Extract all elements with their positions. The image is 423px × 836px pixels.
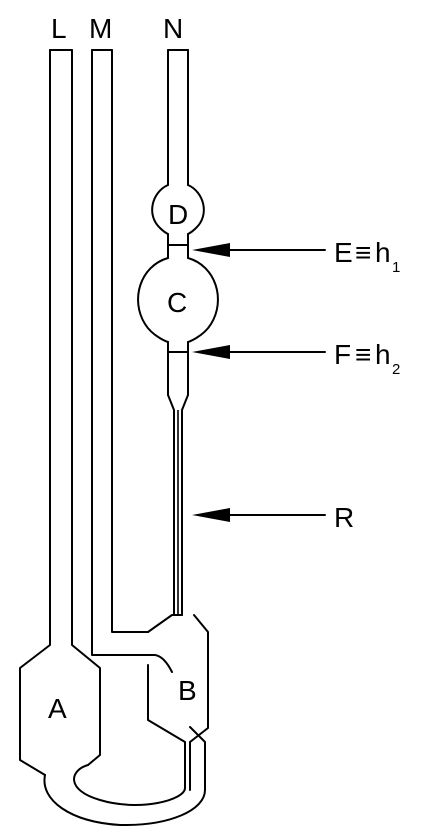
h-e: h <box>375 237 391 268</box>
sub-e: 1 <box>392 259 400 276</box>
label-l: L <box>51 13 67 44</box>
label-e: E <box>334 237 353 268</box>
equiv-f: ≡ <box>355 339 371 370</box>
label-f: F <box>334 339 351 370</box>
reservoir-a <box>43 726 206 827</box>
equiv-e: ≡ <box>355 237 371 268</box>
reservoir-b <box>147 614 209 791</box>
h-f: h <box>375 339 391 370</box>
label-d: D <box>168 199 188 230</box>
label-a: A <box>48 693 67 724</box>
arrow-e <box>192 243 326 257</box>
label-b: B <box>178 675 197 706</box>
label-r: R <box>334 502 354 533</box>
label-m: M <box>89 13 112 44</box>
sub-f: 2 <box>392 361 400 378</box>
tube-n <box>167 49 189 186</box>
arrow-r <box>192 508 326 522</box>
label-n: N <box>163 13 183 44</box>
bulb-c <box>137 257 219 396</box>
tube-l <box>19 49 101 776</box>
label-c: C <box>167 287 187 318</box>
tube-m <box>91 49 173 673</box>
capillary-r <box>167 394 189 616</box>
bulb-d <box>151 184 205 259</box>
arrow-f <box>192 345 326 359</box>
